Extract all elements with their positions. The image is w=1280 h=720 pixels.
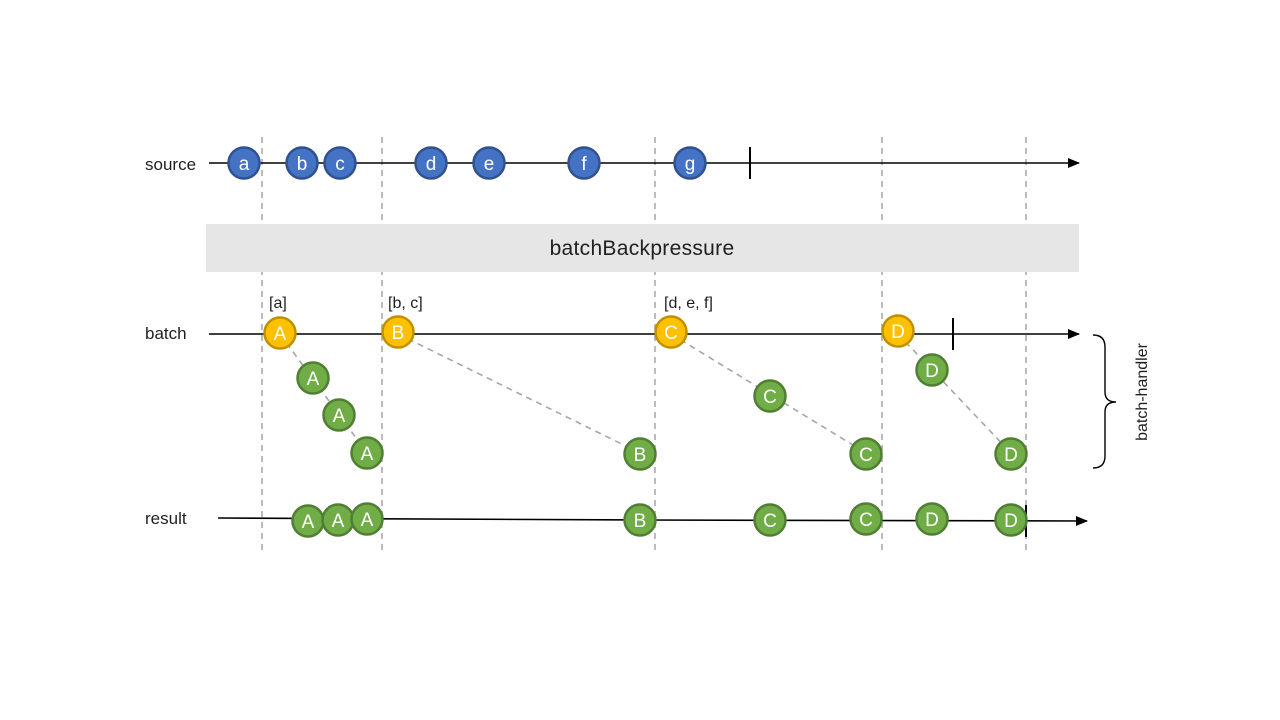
- source-marble: f: [567, 146, 601, 180]
- result-marble: B: [623, 503, 657, 537]
- handler-label: batch-handler: [1134, 342, 1151, 441]
- handler-marble: C: [753, 379, 787, 413]
- source-lane-label: source: [145, 155, 196, 174]
- connector-a: [279, 333, 368, 454]
- handler-marble: B: [623, 437, 657, 471]
- result-marble: A: [291, 504, 325, 538]
- svg-text:B: B: [634, 511, 647, 532]
- result-marble: A: [321, 503, 355, 537]
- svg-text:C: C: [859, 510, 873, 531]
- batch-marble: D: [881, 314, 915, 348]
- operator-box: [206, 224, 1079, 272]
- result-marble: A: [350, 502, 384, 536]
- handler-marble: A: [296, 361, 330, 395]
- batch-label-def: [d, e, f]: [664, 295, 713, 312]
- svg-text:B: B: [392, 323, 405, 344]
- handler-brace: [1092, 334, 1117, 469]
- handler-connectors: [279, 333, 1012, 454]
- svg-text:D: D: [925, 510, 939, 531]
- svg-text:A: A: [361, 444, 374, 465]
- svg-text:A: A: [332, 511, 345, 532]
- time-separators: [261, 137, 1027, 552]
- source-marble: e: [472, 146, 506, 180]
- batch-lane-label: batch: [145, 324, 187, 343]
- batch-marbles: A B C D: [263, 314, 915, 350]
- svg-text:A: A: [333, 406, 346, 427]
- source-marble: g: [673, 146, 707, 180]
- result-lane-label: result: [145, 509, 187, 528]
- svg-text:c: c: [335, 154, 345, 175]
- svg-text:C: C: [763, 511, 777, 532]
- handler-marble: D: [994, 437, 1028, 471]
- batch-marble: B: [381, 315, 415, 349]
- batch-label-bc: [b, c]: [388, 295, 423, 312]
- source-marble: a: [227, 146, 261, 180]
- svg-text:A: A: [307, 369, 320, 390]
- handler-marble: C: [849, 437, 883, 471]
- svg-text:D: D: [925, 361, 939, 382]
- source-marble: d: [414, 146, 448, 180]
- svg-text:C: C: [664, 323, 678, 344]
- batch-marble: C: [654, 315, 688, 349]
- operator-title: batchBackpressure: [550, 237, 735, 260]
- svg-text:A: A: [274, 324, 287, 345]
- result-marble: C: [753, 503, 787, 537]
- handler-marbles: A A A B C C D D: [296, 353, 1028, 471]
- handler-marble: D: [915, 353, 949, 387]
- result-marble: D: [915, 502, 949, 536]
- svg-text:A: A: [302, 512, 315, 533]
- batch-label-a: [a]: [269, 295, 287, 312]
- svg-text:A: A: [361, 510, 374, 531]
- handler-marble: A: [350, 436, 384, 470]
- source-marbles: a b c d e f g: [227, 146, 707, 180]
- source-marble: c: [323, 146, 357, 180]
- svg-text:g: g: [685, 154, 696, 175]
- svg-text:a: a: [239, 154, 250, 175]
- svg-text:D: D: [1004, 445, 1018, 466]
- source-marble: b: [285, 146, 319, 180]
- connector-b: [397, 333, 641, 454]
- result-marble: C: [849, 502, 883, 536]
- svg-text:C: C: [763, 387, 777, 408]
- connector-d: [897, 333, 1012, 454]
- svg-text:f: f: [581, 154, 587, 175]
- batch-marble: A: [263, 316, 297, 350]
- svg-text:C: C: [859, 445, 873, 466]
- svg-text:b: b: [297, 154, 308, 175]
- handler-marble: A: [322, 398, 356, 432]
- result-marbles: A A A B C C D D: [291, 502, 1028, 538]
- result-marble: D: [994, 503, 1028, 537]
- svg-text:e: e: [484, 154, 495, 175]
- svg-text:d: d: [426, 154, 437, 175]
- svg-text:B: B: [634, 445, 647, 466]
- svg-text:D: D: [1004, 511, 1018, 532]
- svg-text:D: D: [891, 322, 905, 343]
